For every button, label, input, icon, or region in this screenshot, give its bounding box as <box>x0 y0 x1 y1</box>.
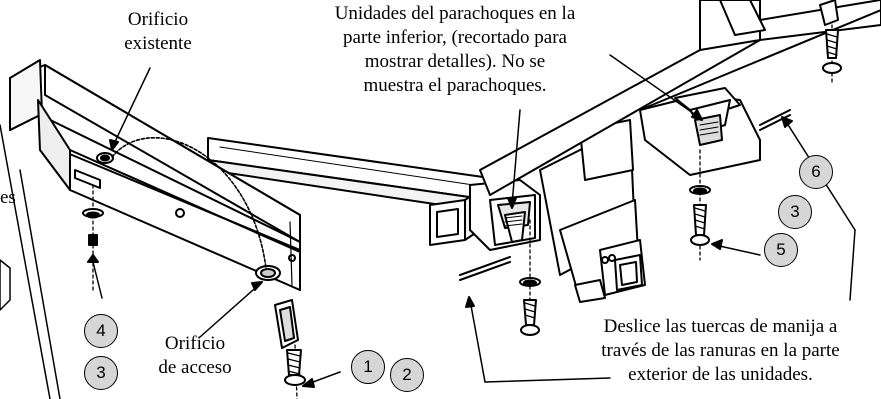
label-existing-hole: Orificio existente <box>93 8 223 56</box>
callout-left-bottom: 3 <box>84 356 118 390</box>
label-access-hole-line2: de acceso <box>158 357 232 378</box>
center-bumper-unit <box>459 179 541 336</box>
left-bolt-stack <box>82 184 104 299</box>
label-bumper-note-line4: muestra el parachoques. <box>363 75 547 96</box>
callout-center-1: 1 <box>351 350 385 384</box>
center-bolt-stack <box>274 299 341 399</box>
top-right-bolt-stack <box>819 0 842 86</box>
right-bumper-unit <box>639 87 791 261</box>
label-access-hole-line1: Orificio <box>164 333 226 354</box>
label-bumper-note-line1: Unidades del parachoques en la <box>334 3 576 24</box>
label-bumper-note-line2: parte inferior, (recortado para <box>343 27 567 48</box>
callout-right-5: 5 <box>764 233 798 267</box>
right-frame-rail <box>479 0 881 196</box>
fish-wire-arc <box>111 137 267 269</box>
crossbar-tube <box>207 137 491 213</box>
label-bumper-note: Unidades del parachoques en la parte inf… <box>285 2 625 98</box>
label-access-hole: Orificio de acceso <box>140 332 250 380</box>
label-slide-note-line2: través de las ranuras en la parte <box>601 340 840 361</box>
label-existing-hole-line2: existente <box>124 33 192 54</box>
receiver-hitch <box>429 119 646 303</box>
label-slide-note-line3: exterior de las unidades. <box>628 364 813 385</box>
label-bumper-note-line3: mostrar detalles). No se <box>364 51 546 72</box>
label-cut-off-left: es <box>0 187 16 208</box>
label-slide-note: Deslice las tuercas de manija a través d… <box>560 315 881 387</box>
callout-center-2: 2 <box>390 358 424 392</box>
callout-left-top: 4 <box>84 314 118 348</box>
callout-right-6: 6 <box>799 155 833 189</box>
callout-right-3: 3 <box>778 195 812 229</box>
left-frame-rail <box>9 59 301 291</box>
label-existing-hole-line1: Orificio <box>127 9 189 30</box>
label-slide-note-line1: Deslice las tuercas de manija a <box>603 316 838 337</box>
